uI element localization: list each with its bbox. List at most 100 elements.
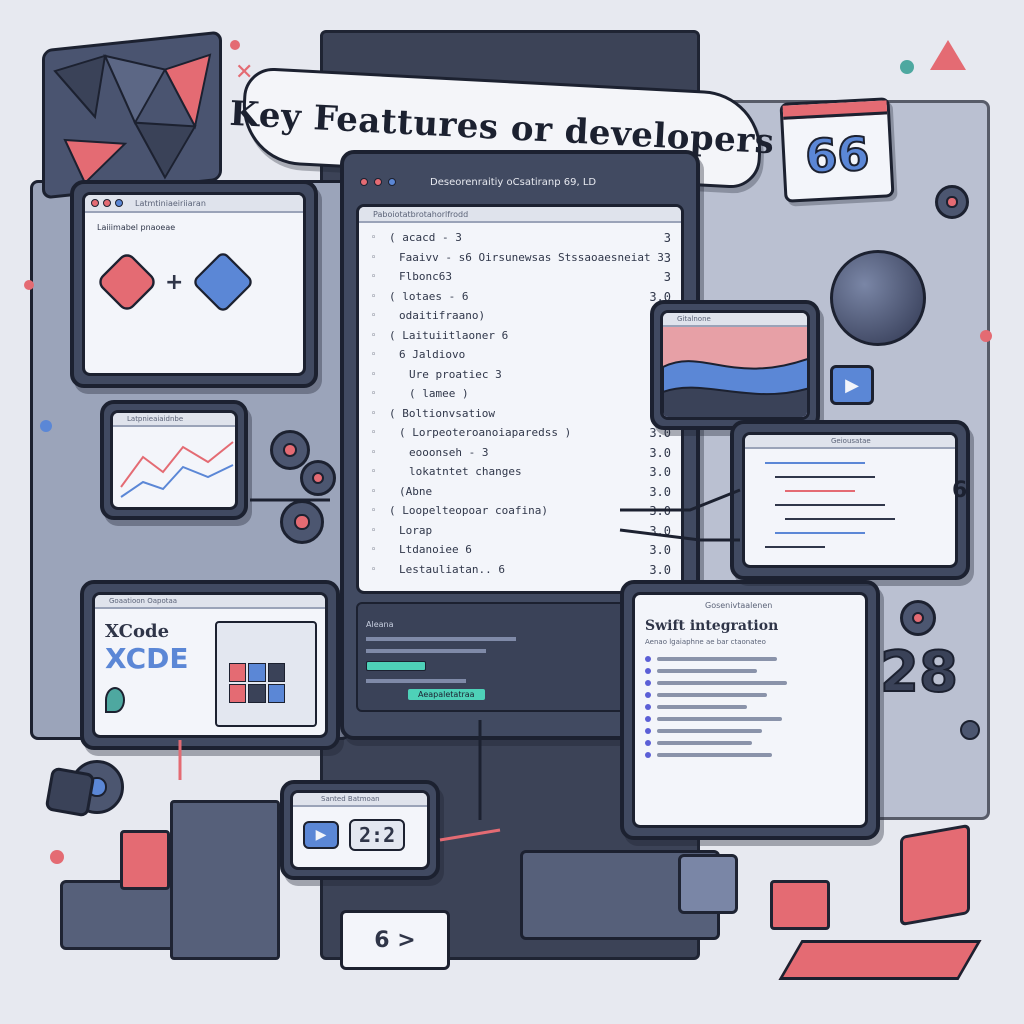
code-line[interactable]: eooonseh - 3 (409, 445, 489, 459)
knob-button[interactable] (280, 500, 324, 544)
list-item (645, 668, 855, 674)
swift-list (645, 656, 855, 758)
knob-button[interactable] (900, 600, 936, 636)
code-snippet (765, 462, 895, 548)
knob-button[interactable] (935, 185, 969, 219)
window-title: Goaatioon Oapotaa (109, 597, 178, 605)
code-line[interactable]: 6 Jaldiovo (399, 348, 466, 361)
code-line[interactable]: (Abne (399, 484, 433, 498)
window-title: Geiousatae (831, 437, 871, 445)
maximize-dot-icon[interactable] (115, 199, 123, 207)
line-graph-icon (120, 441, 234, 498)
code-line[interactable]: Ure proatiec 3 (409, 367, 502, 381)
sphere-icon (830, 250, 926, 346)
window-title: Deseorenraitiy oCsatiranp 69, LD (430, 176, 597, 188)
list-item (645, 728, 855, 734)
decor-dot (960, 720, 980, 740)
bottom-cube-label[interactable]: 6 > (340, 910, 450, 970)
bottom-cube-right (678, 854, 738, 914)
line-number: 3.0 (649, 484, 671, 499)
code-line[interactable]: ( Loopelteopoar coafina) (389, 504, 548, 517)
snippet-side-number: 6 (952, 478, 968, 503)
window-title: Latpnieaiaidnbe (127, 415, 184, 423)
code-line[interactable]: Flbonc63 (399, 270, 452, 283)
line-marker-icon: ◦ (371, 291, 377, 302)
line-number: 3 (663, 270, 671, 284)
line-marker-icon: ◦ (371, 369, 377, 380)
close-dot-icon[interactable] (91, 199, 99, 207)
code-line[interactable]: ( lotaes - 6 (389, 289, 469, 303)
geometric-polyhedron (42, 30, 222, 200)
list-item (645, 704, 855, 710)
line-marker-icon: ◦ (371, 233, 377, 243)
swift-window[interactable]: Gosenivtaalenen Swift integration Aenao … (620, 580, 880, 840)
code-line[interactable]: ( Laituiitlaoner 6 (389, 328, 509, 342)
block-grid-icon (229, 663, 285, 703)
knob-button[interactable] (300, 460, 336, 496)
big-number: 28 (879, 639, 959, 706)
decor-dot (980, 330, 992, 342)
xcode-window[interactable]: Goaatioon Oapotaa XCode XCDE (80, 580, 340, 750)
code-line[interactable]: ( lamee ) (409, 387, 469, 400)
line-number: 3.0 (649, 445, 671, 460)
graph-window[interactable]: Latpnieaiaidnbe (100, 400, 248, 520)
swift-header: Gosenivtaalenen (705, 601, 773, 610)
landscape-image (663, 327, 807, 417)
list-item (645, 656, 855, 662)
list-item (645, 680, 855, 686)
arrow-tile-icon[interactable]: ▶ (830, 365, 874, 405)
minimize-dot-icon[interactable] (103, 199, 111, 207)
window-title: Latmtiniaeiriiaran (135, 198, 206, 208)
swift-subtitle: Aenao lgaiaphne ae bar ctaonateo (645, 638, 766, 646)
code-line[interactable]: Faaivv - s6 Oirsunewsas Stssaoaesneiat 3 (399, 250, 664, 264)
code-line[interactable]: odaitifraano) (399, 309, 486, 322)
play-button[interactable]: ▶ (303, 821, 339, 849)
code-line[interactable]: lokatntet changes (409, 465, 522, 478)
line-marker-icon: ◦ (371, 525, 377, 536)
xcode-logo-big: XCDE (105, 642, 189, 675)
leaf-icon (105, 687, 125, 713)
line-marker-icon: ◦ (371, 486, 377, 497)
decor-dot (40, 420, 52, 432)
line-marker-icon: ◦ (371, 428, 377, 438)
maximize-dot-icon[interactable] (388, 178, 396, 186)
cube-label: 6 > (374, 927, 416, 953)
console-label: Aleana (366, 620, 394, 629)
code-line[interactable]: ( Boltionvsatiow (389, 406, 495, 420)
decor-dot (24, 280, 34, 290)
triangle-icon (930, 40, 966, 70)
line-marker-icon: ◦ (371, 408, 377, 419)
list-item (645, 740, 855, 746)
code-line[interactable]: Ltdanoiee 6 (399, 543, 472, 556)
plus-icon: + (165, 269, 184, 295)
window-title: Gitalnone (677, 315, 711, 323)
timer-window[interactable]: Santed Batmoan ▶ 2:2 (280, 780, 440, 880)
highlight-tag[interactable]: Aeapaletatraa (408, 689, 485, 700)
code-line[interactable]: ( acacd - 3 (389, 231, 462, 244)
minimize-dot-icon[interactable] (374, 178, 382, 186)
knob-button[interactable] (270, 430, 310, 470)
close-dot-icon[interactable] (360, 178, 368, 186)
bottom-block-pink (120, 830, 170, 890)
line-marker-icon: ◦ (371, 311, 377, 321)
top-left-window[interactable]: Latmtiniaeiriiaran Laiiimabel pnaoeae + (70, 180, 318, 388)
code-line[interactable]: Lorap (399, 523, 433, 537)
line-marker-icon: ◦ (371, 330, 377, 341)
timer-display: 2:2 (349, 819, 406, 851)
decor-dot (230, 40, 240, 50)
snippet-window[interactable]: Geiousatae (730, 420, 970, 580)
line-marker-icon: ◦ (371, 564, 377, 575)
line-marker-icon: ◦ (371, 350, 377, 360)
code-line[interactable]: Lestauliatan.. 6 (399, 562, 505, 576)
list-item (645, 692, 855, 698)
list-item (645, 716, 855, 722)
code-line[interactable]: ( Lorpeoteroanoiaparedss ) (399, 426, 572, 439)
line-number: 3.0 (649, 465, 671, 479)
decor-dot (50, 850, 64, 864)
line-number: 3 (663, 231, 671, 245)
line-number: 3.0 (649, 543, 671, 557)
line-marker-icon: ◦ (371, 467, 377, 477)
bottom-stack (170, 800, 280, 960)
window-title: Santed Batmoan (321, 795, 380, 803)
